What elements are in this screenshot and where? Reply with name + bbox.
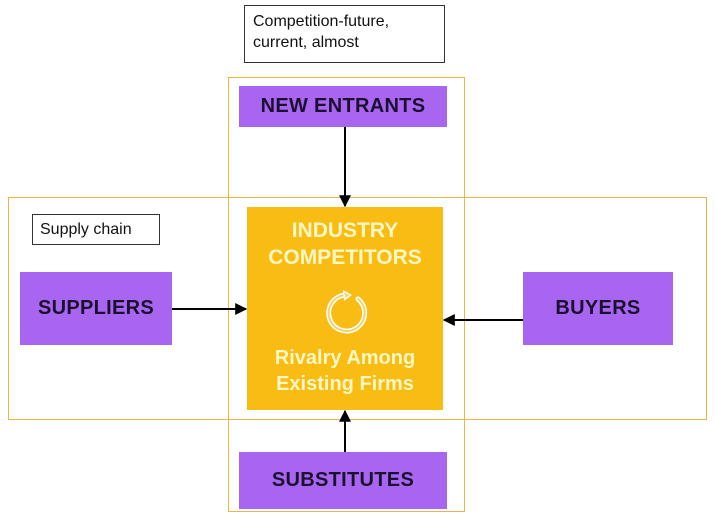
cycle-icon bbox=[326, 290, 368, 334]
suppliers-label: SUPPLIERS bbox=[37, 297, 155, 319]
competition-note: Competition-future, current, almost bbox=[244, 5, 445, 63]
suppliers-box: SUPPLIERS bbox=[20, 272, 172, 345]
competition-band bbox=[228, 77, 465, 512]
rivalry-subtitle: Rivalry Among Existing Firms bbox=[274, 347, 416, 395]
buyers-box: BUYERS bbox=[523, 272, 673, 345]
supply-chain-band bbox=[8, 197, 707, 420]
substitutes-label: SUBSTITUTES bbox=[271, 469, 415, 491]
new-entrants-label: NEW ENTRANTS bbox=[260, 95, 426, 117]
new-entrants-box: NEW ENTRANTS bbox=[239, 86, 447, 127]
buyers-label: BUYERS bbox=[555, 297, 641, 319]
substitutes-box: SUBSTITUTES bbox=[239, 452, 447, 509]
supply-chain-note: Supply chain bbox=[32, 214, 160, 245]
competition-note-text: Competition-future, current, almost bbox=[253, 13, 390, 51]
supply-chain-note-text: Supply chain bbox=[40, 221, 132, 238]
industry-competitors-title: INDUSTRY COMPETITORS bbox=[268, 219, 422, 269]
industry-competitors-box: INDUSTRY COMPETITORS Rivalry Among Exist… bbox=[247, 207, 443, 410]
